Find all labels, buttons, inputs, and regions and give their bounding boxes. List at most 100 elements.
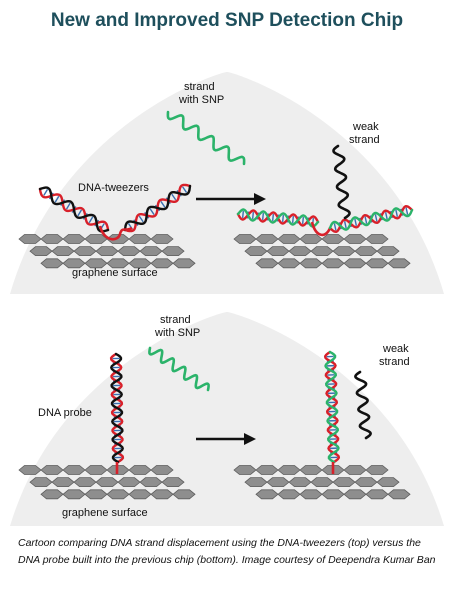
graphene-hexagon [161,246,185,257]
tweezers-hybrid-right-base-pair [343,221,347,229]
tweezers-hinge-loop [310,221,332,237]
graphene-hexagon [172,258,196,269]
graphene-hexagon [277,465,301,475]
graphene-sheet-right [233,465,411,500]
graphene-hexagon [95,246,119,257]
graphene-hexagon [139,477,163,488]
graphene-hexagon [95,477,119,488]
graphene-hexagon [150,465,174,475]
graphene-hexagon [117,246,141,257]
weak-strand-label-bottom-line1: weak [382,343,409,355]
tweezers-hybrid-right-base-pair [374,214,378,222]
tweezers-left-arm-base-pair [65,202,71,210]
graphene-hexagon [387,258,411,269]
probe-hybrid-helix-strand-b [324,350,340,464]
tweezers-right-arm-base-pair [160,201,166,208]
graphene-hexagon [161,477,185,488]
graphene-hexagon [18,465,42,475]
graphene-hexagon [40,489,64,500]
graphene-hexagon [266,477,290,488]
graphene-hexagon [343,258,367,269]
tweezers-hybrid-left-base-pair [301,216,305,225]
graphene-hexagon [73,246,97,257]
graphene-hexagon [277,258,301,269]
graphene-surface-label-top: graphene surface [72,267,158,279]
graphene-hexagon [354,477,378,488]
strand-with-snp-label-top-line1: strand [184,81,215,93]
graphene-hexagon [321,489,345,500]
snp-strand-free [148,346,210,392]
graphene-hexagon [376,246,400,257]
graphene-hexagon [62,465,86,475]
tweezers-hybrid-left-base-pair [291,215,295,224]
graphene-hexagon [288,477,312,488]
tweezers-left-arm-strand-b [38,186,110,233]
graphene-hexagon [365,489,389,500]
graphene-hexagon [51,477,75,488]
tweezers-hybrid-left-base-pair [251,211,255,220]
tweezers-hinge-loop [98,225,133,241]
graphene-hexagon [266,246,290,257]
tweezers-left-arm-base-pair [43,189,49,196]
graphene-hexagon [299,258,323,269]
graphene-hexagon [29,477,53,488]
graphene-hexagon [387,489,411,500]
graphene-hexagon [29,246,53,257]
graphene-hexagon [255,465,279,475]
tweezers-hybrid-right-base-pair [384,212,388,220]
graphene-hexagon [354,246,378,257]
graphene-hexagon [310,477,334,488]
tweezers-hybrid-right-base-pair [354,218,358,226]
graphene-hexagon [343,234,367,244]
top-dna-strands [38,110,414,241]
graphene-hexagon [376,477,400,488]
snp-strand-free [166,110,246,166]
tweezers-hybrid-right-base-pair [395,209,399,217]
transition-arrow-top [196,193,266,205]
strand-with-snp-label-top-line2: with SNP [178,94,224,106]
strand-with-snp-label-bottom-line1: strand [160,314,191,326]
tweezers-hybrid-left-base-pair [241,210,245,219]
tweezers-right-arm-base-pair [182,186,188,193]
graphene-hexagon [84,489,108,500]
graphene-hexagon [343,489,367,500]
tweezers-left-arm-base-pair [54,195,60,203]
tweezers-hybrid-left-base-pair [281,214,285,223]
graphene-hexagon [233,465,257,475]
graphene-hexagon [255,489,279,500]
graphene-hexagon [150,234,174,244]
graphene-sheet-left [18,234,196,269]
graphene-surface-label-bottom: graphene surface [62,507,148,519]
dna-tweezers-label: DNA-tweezers [78,182,149,194]
tweezers-hybrid-right-base-pair [333,223,337,231]
tweezers-right-arm-strand-b [123,184,192,232]
tweezers-right-arm-base-pair [149,208,155,215]
graphene-hexagon [365,234,389,244]
tweezers-right-arm-base-pair [138,215,144,223]
tweezers-hybrid-left-strand-b [236,208,320,228]
graphene-hexagon [321,234,345,244]
top-panel-dna-tweezers: strand with SNP weak strand DNA-tweezers… [0,42,454,297]
weak-strand-label-top-line1: weak [352,121,379,133]
graphene-hexagon [255,258,279,269]
figure-caption: Cartoon comparing DNA strand displacemen… [18,537,436,566]
tweezers-right-arm-base-pair [171,193,177,201]
transition-arrow-bottom [196,433,256,445]
graphene-hexagon [233,234,257,244]
tweezers-left-arm-base-pair [88,216,94,224]
graphene-hexagon [299,465,323,475]
graphene-hexagon [139,246,163,257]
graphene-hexagon [277,234,301,244]
graphene-hexagon [244,246,268,257]
graphene-hexagon [128,234,152,244]
bottom-dna-strands [109,346,372,474]
tweezers-hybrid-left-base-pair [261,212,265,221]
graphene-hexagon [73,477,97,488]
graphene-hexagon [321,258,345,269]
graphene-hexagon [172,489,196,500]
graphene-hexagon [18,234,42,244]
graphene-hexagon [277,489,301,500]
bottom-panel-illustration: strand with SNP weak strand DNA probe gr… [10,312,444,526]
weak-strand-released [354,370,372,440]
bottom-panel-dna-probe: strand with SNP weak strand DNA probe gr… [0,290,454,530]
